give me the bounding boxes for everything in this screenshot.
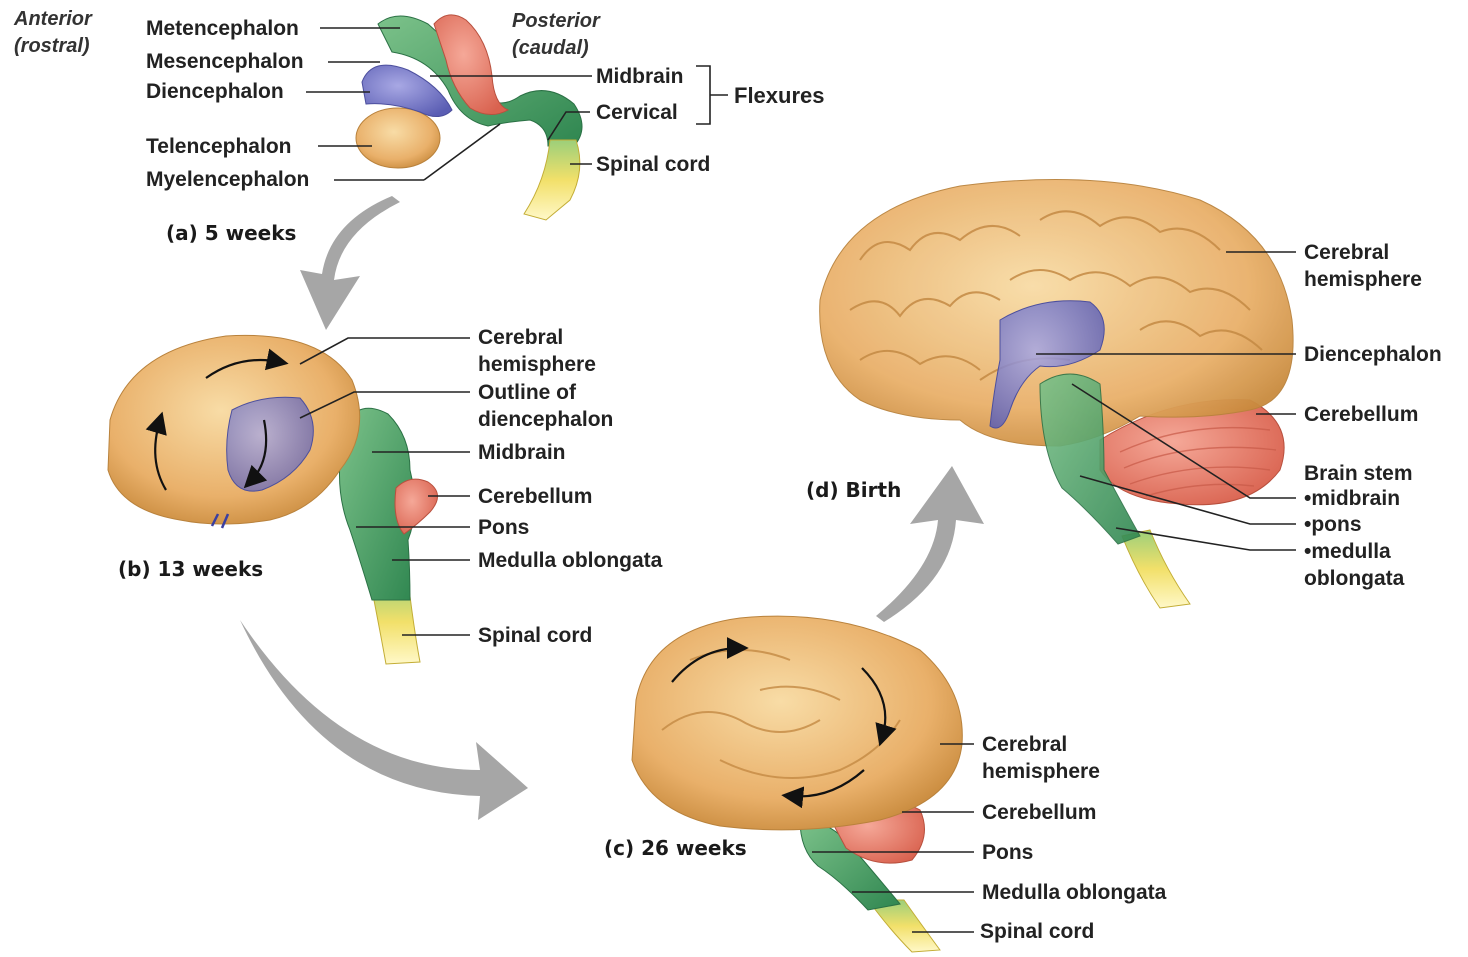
b-midbrain-label: Midbrain — [478, 439, 566, 466]
c-spinal-cord-label: Spinal cord — [980, 918, 1094, 945]
d-cerebellum-label: Cerebellum — [1304, 401, 1418, 428]
a-myelencephalon-label: Myelencephalon — [146, 166, 309, 193]
stage-d-illustration — [820, 180, 1293, 608]
a-cervical-label: Cervical — [596, 99, 678, 126]
b-cerebral-hemisphere-label: Cerebral hemisphere — [478, 324, 596, 378]
spinal-cord-shape-a — [524, 140, 580, 220]
b-cerebellum-label: Cerebellum — [478, 483, 592, 510]
d-diencephalon-label: Diencephalon — [1304, 341, 1442, 368]
stage-a-caption: (a) 5 weeks — [166, 220, 296, 247]
stage-c-caption: (c) 26 weeks — [604, 835, 747, 862]
b-spinal-cord-label: Spinal cord — [478, 622, 592, 649]
a-spinal-cord-label: Spinal cord — [596, 151, 710, 178]
c-cerebellum-label: Cerebellum — [982, 799, 1096, 826]
spinal-cord-shape-d — [1122, 530, 1190, 608]
d-medulla-label: •medulla oblongata — [1304, 538, 1404, 592]
b-outline-diencephalon-label: Outline of diencephalon — [478, 379, 613, 433]
a-diencephalon-label: Diencephalon — [146, 78, 284, 105]
cerebellum-shape-b — [395, 479, 438, 534]
posterior-label: Posterior (caudal) — [512, 8, 600, 62]
d-pons-label: •pons — [1304, 511, 1362, 538]
anterior-label: Anterior (rostral) — [14, 6, 92, 60]
cerebral-hemisphere-shape-c — [632, 616, 962, 830]
c-cerebral-hemisphere-label: Cerebral hemisphere — [982, 731, 1100, 785]
a-mesencephalon-label: Mesencephalon — [146, 48, 304, 75]
a-telencephalon-label: Telencephalon — [146, 133, 291, 160]
c-medulla-label: Medulla oblongata — [982, 879, 1166, 906]
stage-b-caption: (b) 13 weeks — [118, 556, 263, 583]
stage-b-illustration — [108, 335, 438, 664]
telencephalon-shape — [356, 108, 440, 168]
a-midbrain-label: Midbrain — [596, 63, 684, 90]
c-pons-label: Pons — [982, 839, 1033, 866]
b-medulla-label: Medulla oblongata — [478, 547, 662, 574]
a-flexures-label: Flexures — [734, 82, 825, 109]
d-cerebral-hemisphere-label: Cerebral hemisphere — [1304, 239, 1422, 293]
a-metencephalon-label: Metencephalon — [146, 15, 299, 42]
d-brain-stem-label: Brain stem — [1304, 460, 1413, 487]
b-pons-label: Pons — [478, 514, 529, 541]
arrow-a-to-b — [300, 196, 400, 330]
d-midbrain-label: •midbrain — [1304, 485, 1400, 512]
stage-d-caption: (d) Birth — [806, 477, 901, 504]
stage-c-illustration — [632, 616, 962, 952]
